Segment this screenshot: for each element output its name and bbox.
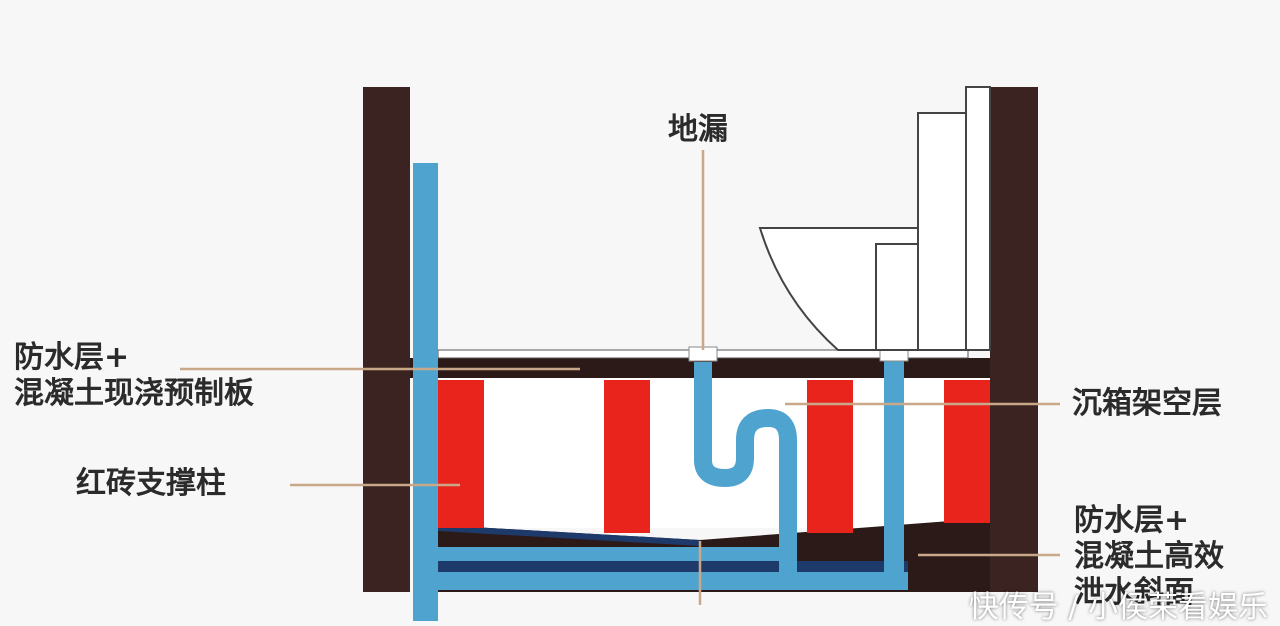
right-wall xyxy=(990,87,1038,592)
cavity-label: 沉箱架空层 xyxy=(1072,386,1222,422)
top-layer-line-2: 混凝土现浇预制板 xyxy=(14,376,254,411)
bottom-horizontal-pipe xyxy=(438,547,788,561)
brick-column xyxy=(438,380,484,528)
left-vertical-pipe xyxy=(413,163,438,621)
floor-drain-trap xyxy=(694,362,797,575)
brick-columns-text: 红砖支撑柱 xyxy=(76,466,226,501)
bottom-layer-label: 防水层+ 混凝土高效 泄水斜面 xyxy=(1074,503,1224,611)
top-layer-line-1: 防水层+ xyxy=(14,340,130,375)
toilet-drain-pipe xyxy=(884,358,904,590)
toilet-icon xyxy=(758,86,991,351)
slope-highlight xyxy=(438,525,700,546)
top-layer-label: 防水层+ 混凝土现浇预制板 xyxy=(14,340,254,412)
left-wall xyxy=(363,87,410,592)
cavity-space xyxy=(438,378,990,528)
bottom-layer-line-2: 混凝土高效 xyxy=(1074,539,1224,574)
cavity-text: 沉箱架空层 xyxy=(1072,386,1222,421)
watermark: 快传号 / 小侯荣看娱乐 xyxy=(968,590,1268,625)
leader-lines xyxy=(180,150,1060,605)
brick-columns-label: 红砖支撑柱 xyxy=(76,466,226,502)
brick-column xyxy=(604,380,650,533)
floor-drain-label: 地漏 xyxy=(668,112,728,148)
floor-drain-text: 地漏 xyxy=(668,112,728,147)
drain-gap xyxy=(438,561,908,572)
bottom-layer-line-1: 防水层+ xyxy=(1074,503,1190,538)
brick-column xyxy=(944,380,990,523)
bottom-horizontal-pipe xyxy=(438,572,908,590)
brick-column xyxy=(807,380,853,533)
bottom-layer-line-3: 泄水斜面 xyxy=(1074,575,1194,610)
